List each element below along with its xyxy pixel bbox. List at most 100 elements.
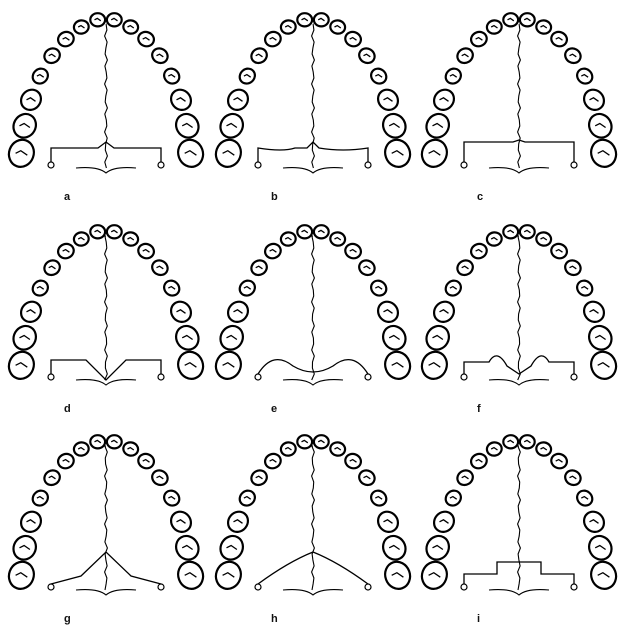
panel-f: f [418,225,620,415]
panel-label: c [477,191,483,203]
panel-e: e [212,225,414,415]
posterior-palate-curve [283,380,343,385]
tooth-outline [161,488,182,509]
posterior-palate-curve [489,380,549,385]
tooth-outline [280,231,297,247]
tooth-outline [503,225,518,238]
tooth-outline [535,231,552,247]
palatal-midline [312,446,315,590]
tooth-outline [503,435,518,448]
tooth-outline [172,322,203,354]
tooth-outline [30,278,51,299]
tooth-outline [580,86,608,114]
tooth-outline [237,488,258,509]
palatal-midline [518,446,521,590]
tooth-outline [90,435,105,448]
tooth-outline [297,225,312,238]
tooth-outline [224,86,252,114]
tooth-outline [5,136,37,170]
tooth-outline [216,322,247,354]
tooth-outline [549,30,569,49]
tooth-outline [486,19,503,35]
hamular-notch-marker [158,584,164,590]
tooth-outline [520,435,535,448]
tooth-outline [314,225,329,238]
hamular-notch-marker [571,374,577,380]
tooth-outline [9,532,40,564]
tooth-outline [122,441,139,457]
tooth-outline [486,441,503,457]
tooth-outline [430,508,458,536]
tooth-outline [329,441,346,457]
tooth-outline [42,258,63,278]
tooth-outline [422,322,453,354]
tooth-outline [379,532,410,564]
tooth-outline [422,110,453,142]
tooth-outline [150,258,171,278]
tooth-outline [107,225,122,238]
tooth-outline [280,19,297,35]
tooth-outline [379,110,410,142]
tooth-outline [56,452,76,471]
palatal-midline [312,236,315,380]
tooth-outline [587,136,619,170]
tooth-outline [574,488,595,509]
tooth-outline [136,242,156,261]
hamular-notch-marker [461,584,467,590]
tooth-outline [486,231,503,247]
hamular-notch-marker [48,162,54,168]
hamular-notch-marker [158,162,164,168]
tooth-outline [455,468,476,488]
tooth-outline [172,110,203,142]
tooth-outline [224,298,252,326]
tooth-outline [42,468,63,488]
tooth-outline [150,468,171,488]
tooth-outline [161,278,182,299]
tooth-outline [503,13,518,26]
tooth-outline [174,558,206,592]
panel-h: h [212,435,414,625]
panel-label: b [271,191,278,203]
tooth-outline [443,488,464,509]
tooth-outline [343,242,363,261]
tooth-outline [212,136,244,170]
tooth-outline [30,488,51,509]
tooth-outline [443,278,464,299]
tooth-outline [216,110,247,142]
tooth-outline [343,452,363,471]
tooth-outline [136,30,156,49]
tooth-outline [574,278,595,299]
panel-label: d [64,403,71,415]
tooth-outline [56,30,76,49]
tooth-outline [73,19,90,35]
tooth-outline [136,452,156,471]
tooth-outline [17,86,45,114]
panel-label: g [64,613,71,625]
tooth-outline [237,66,258,87]
tooth-outline [9,110,40,142]
tooth-outline [430,298,458,326]
tooth-outline [418,136,450,170]
tooth-outline [5,558,37,592]
tooth-outline [343,30,363,49]
tooth-outline [216,532,247,564]
panel-i: i [418,435,620,625]
hamular-notch-marker [365,162,371,168]
tooth-outline [381,558,413,592]
tooth-outline [263,452,283,471]
palatal-midline [105,446,108,590]
tooth-outline [30,66,51,87]
tooth-outline [580,508,608,536]
panel-g: g [5,435,207,625]
tooth-outline [585,322,616,354]
tooth-outline [549,242,569,261]
tooth-outline [263,30,283,49]
tooth-outline [374,298,402,326]
tooth-outline [357,46,378,66]
tooth-outline [520,13,535,26]
palatal-midline [312,24,315,168]
tooth-outline [368,278,389,299]
tooth-outline [535,19,552,35]
tooth-outline [150,46,171,66]
